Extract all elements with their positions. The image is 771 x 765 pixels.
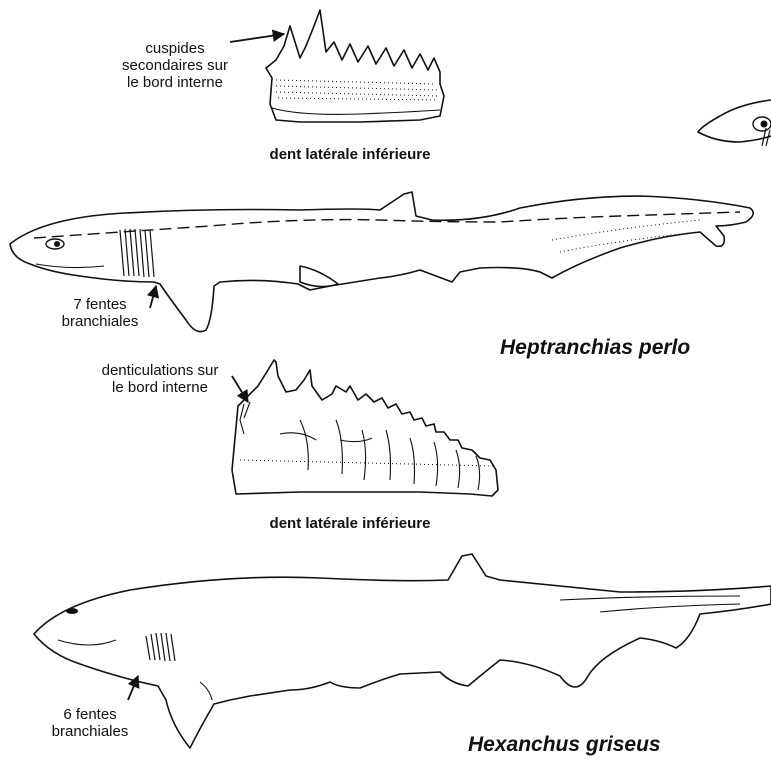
annotation-line: cuspides <box>100 40 250 57</box>
annotation-line: le bord interne <box>100 74 250 91</box>
annotation-line: branchiales <box>40 313 160 330</box>
top-tooth-annotation: cuspides secondaires sur le bord interne <box>100 40 250 91</box>
bottom-species-name: Hexanchus griseus <box>468 733 758 757</box>
annotation-line: 7 fentes <box>40 296 160 313</box>
bottom-tooth-drawing <box>232 360 498 496</box>
bottom-gill-annotation: 6 fentes branchiales <box>30 706 150 740</box>
top-species-name: Heptranchias perlo <box>500 336 760 360</box>
bottom-tooth-annotation: denticulations sur le bord interne <box>70 362 250 396</box>
top-gill-annotation: 7 fentes branchiales <box>40 296 160 330</box>
partial-shark-head-drawing <box>698 100 771 146</box>
annotation-line: 6 fentes <box>30 706 150 723</box>
top-tooth-drawing <box>266 10 444 122</box>
annotation-line: branchiales <box>30 723 150 740</box>
bottom-tooth-caption: dent latérale inférieure <box>220 515 480 532</box>
annotation-line: secondaires sur <box>100 57 250 74</box>
annotation-line: le bord interne <box>70 379 250 396</box>
top-tooth-caption: dent latérale inférieure <box>220 146 480 163</box>
annotation-line: denticulations sur <box>70 362 250 379</box>
